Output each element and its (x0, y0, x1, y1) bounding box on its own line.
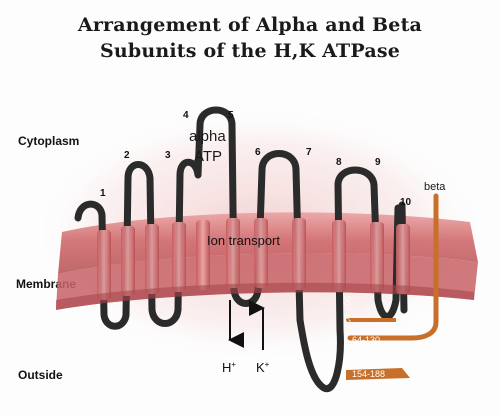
transmembrane-helices (97, 218, 410, 300)
range-64-130: 64-130 (352, 335, 380, 345)
alpha-label: alpha (189, 128, 226, 145)
segment-label-1: 1 (100, 188, 106, 199)
label-outside: Outside (18, 368, 63, 382)
segment-label-3: 3 (165, 150, 171, 161)
segment-label-5: 5 (228, 110, 234, 121)
title-line-1: Arrangement of Alpha and Beta (77, 14, 423, 36)
segment-label-8: 8 (336, 157, 342, 168)
k-ion-label: K+ (256, 360, 270, 375)
h-ion-label: H+ (222, 360, 236, 375)
beta-label: beta (424, 181, 446, 193)
beta-loop-154-188 (346, 368, 410, 380)
range-907-922: 907-922 (342, 296, 352, 329)
atp-label: ATP (194, 148, 222, 165)
segment-label-2: 2 (124, 150, 130, 161)
segment-label-10: 10 (400, 197, 412, 208)
segment-label-9: 9 (375, 157, 381, 168)
title-line-2: Subunits of the H,K ATPase (99, 40, 401, 62)
ion-transport-label: Ion transport (207, 233, 280, 248)
segment-label-7: 7 (306, 147, 312, 158)
label-cytoplasm: Cytoplasm (18, 134, 80, 148)
beta-subunit-chain (347, 193, 439, 341)
membrane-bottom-edge (56, 282, 474, 310)
segment-label-4: 4 (183, 110, 189, 121)
range-154-188: 154-188 (352, 369, 385, 379)
segment-label-6: 6 (255, 147, 261, 158)
